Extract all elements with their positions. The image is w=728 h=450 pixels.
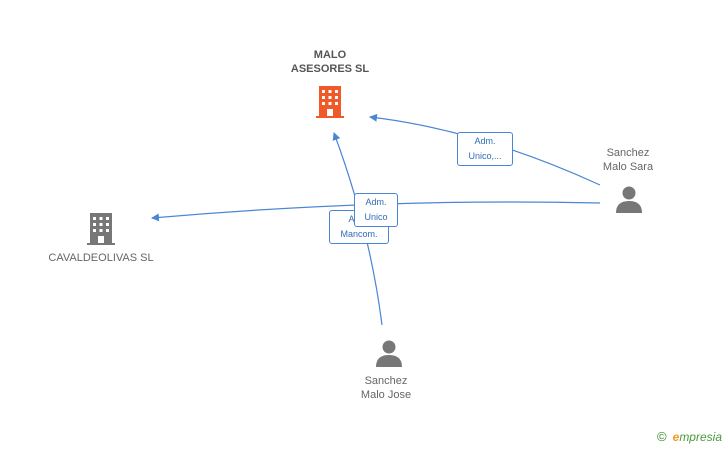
brand-watermark: © empresia <box>657 429 722 444</box>
building-icon[interactable] <box>84 211 118 245</box>
brand-initial: e <box>672 429 680 444</box>
copyright-symbol: © <box>657 429 667 444</box>
person-label-sanchez-malo-sara: Sanchez Malo Sara <box>602 147 654 173</box>
edge-label-sara-to-cavaldeolivas[interactable]: Adm. Unico <box>354 193 398 227</box>
company-label-malo-asesores: MALO ASESORES SL <box>290 49 370 75</box>
edge-label-sara-to-malo[interactable]: Adm. Unico,... <box>457 132 513 166</box>
person-label-sanchez-malo-jose: Sanchez Malo Jose <box>360 375 412 401</box>
person-icon[interactable] <box>374 338 404 368</box>
brand-name: mpresia <box>679 429 722 444</box>
building-icon[interactable] <box>313 84 347 118</box>
company-label-cavaldeolivas: CAVALDEOLIVAS SL <box>48 252 154 264</box>
person-icon[interactable] <box>614 184 644 214</box>
